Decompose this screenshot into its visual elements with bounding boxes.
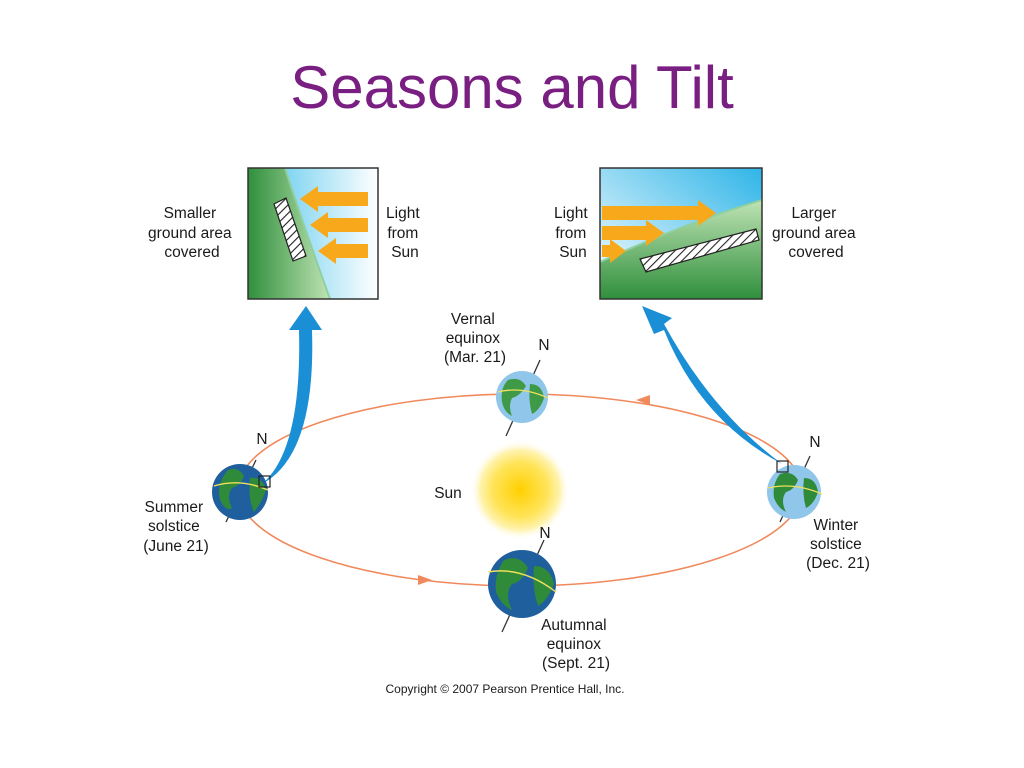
autumnal-equinox-label: Autumnal equinox (Sept. 21) xyxy=(541,617,611,672)
vernal-north-label: N xyxy=(538,337,549,354)
hatched-ground-area-small xyxy=(273,197,307,262)
orbit-direction-arrow-top xyxy=(636,395,650,405)
hatched-ground-area-large xyxy=(639,228,760,273)
winter-solstice-label: Winter solstice (Dec. 21) xyxy=(806,517,870,572)
light-arrows-left xyxy=(300,186,368,264)
surface-marker-box xyxy=(258,475,271,488)
earth-vernal-equinox xyxy=(496,359,549,437)
vernal-equinox-label: Vernal equinox (Mar. 21) xyxy=(444,311,506,366)
blue-arrow-right xyxy=(642,306,782,464)
autumnal-north-label: N xyxy=(539,525,550,542)
right-inset xyxy=(599,167,763,300)
left-ground-label: Smaller ground area covered xyxy=(148,205,236,261)
copyright-text: Copyright © 2007 Pearson Prentice Hall, … xyxy=(386,682,625,696)
earth-autumnal-equinox xyxy=(487,539,557,633)
slide-title: Seasons and Tilt xyxy=(290,54,734,121)
right-ground-label: Larger ground area covered xyxy=(772,205,860,261)
right-light-label: Light from Sun xyxy=(554,205,592,261)
left-light-label: Light from Sun xyxy=(386,205,424,261)
left-inset xyxy=(247,167,379,300)
light-arrows-right xyxy=(602,200,716,263)
winter-north-label: N xyxy=(809,434,820,451)
sun-label: Sun xyxy=(434,485,462,502)
summer-solstice-label: Summer solstice (June 21) xyxy=(143,499,208,555)
earth-winter-solstice xyxy=(767,455,823,523)
sun xyxy=(470,440,570,540)
surface-marker-box xyxy=(776,460,789,473)
earth-summer-solstice xyxy=(212,459,271,523)
summer-north-label: N xyxy=(256,431,267,448)
orbit-direction-arrow-bottom xyxy=(418,575,432,585)
blue-arrow-left xyxy=(262,306,322,484)
